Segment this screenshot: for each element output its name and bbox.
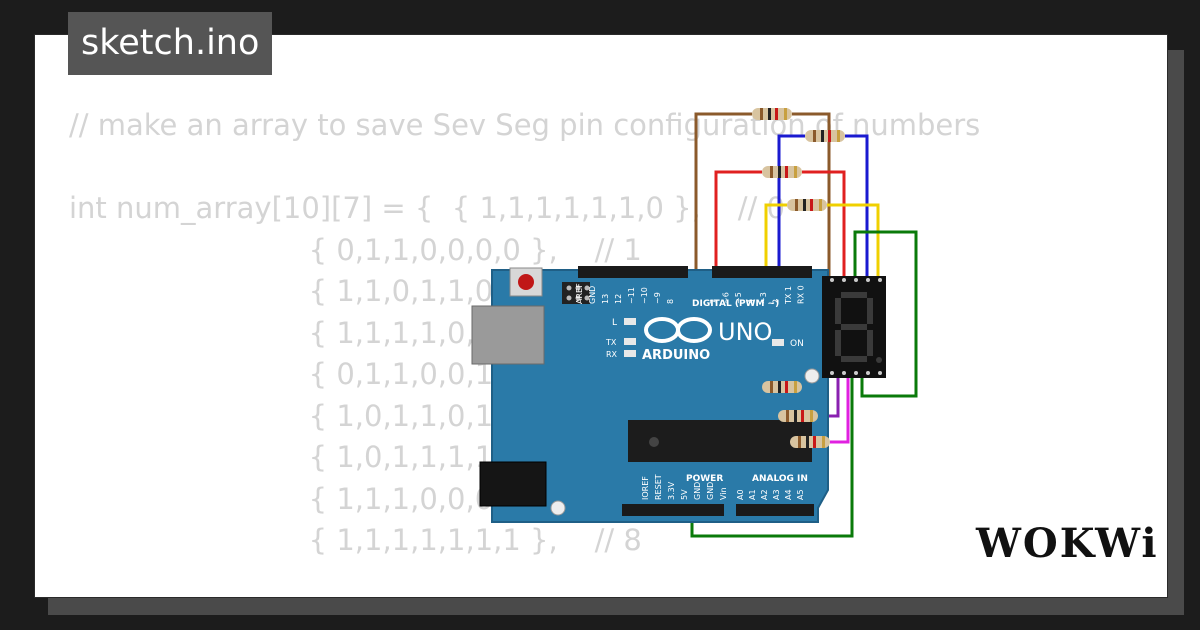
pin-label: GND — [706, 482, 715, 500]
file-tab[interactable]: sketch.ino — [68, 12, 273, 75]
pin-label: A2 — [760, 489, 769, 500]
wire-brown — [694, 112, 831, 280]
resistors — [752, 108, 845, 448]
pin-label: ~11 — [627, 287, 636, 304]
wire-yellow — [764, 203, 880, 280]
on-label: ON — [790, 339, 804, 349]
power-label: POWER — [686, 474, 723, 484]
code-line: { 0,1,1,0,0,0,0 }, // 1 — [69, 232, 642, 267]
pin-label: ~5 — [734, 292, 743, 304]
arduino-brand-label: ARDUINO — [642, 348, 710, 363]
l-led-label: L — [612, 318, 617, 328]
pin-label: GND — [693, 482, 702, 500]
code-line: { 1,1,1,1,1,1,1 }, // 8 — [69, 523, 642, 557]
usb-port — [471, 305, 545, 365]
power-jack — [479, 461, 547, 507]
uno-model-label: UNO — [718, 318, 772, 346]
seven-segment-display — [822, 276, 886, 378]
digital-label: DIGITAL (PWM ~) — [692, 299, 779, 309]
pin-label: A5 — [796, 489, 805, 500]
pin-label: IOREF — [641, 476, 650, 500]
resistor-2 — [805, 130, 845, 142]
pin-label: 7 — [709, 299, 718, 304]
pin-label: 5V — [680, 489, 689, 500]
pin-label: Vin — [719, 487, 728, 500]
arduino-board — [471, 266, 829, 523]
circuit-diagram: ARDUINO UNO DIGITAL (PWM ~) ON L TX RX P… — [471, 108, 918, 538]
pin-label: ~6 — [722, 292, 731, 304]
power-header — [622, 504, 724, 516]
analog-header — [736, 504, 814, 516]
wokwi-logo[interactable]: WOKWi — [976, 520, 1159, 567]
digital-header-left — [578, 266, 688, 278]
resistor-7 — [790, 436, 830, 448]
tx-led-label: TX — [605, 338, 617, 347]
resistor-3 — [762, 166, 802, 178]
pin-label: RX 0 — [797, 285, 806, 304]
rx-led-label: RX — [606, 350, 618, 359]
pin-label: 3.3V — [667, 481, 676, 500]
wire-green-top — [853, 230, 918, 398]
pin-label: A4 — [784, 489, 793, 500]
wire-red — [714, 170, 846, 280]
pin-label: RESET — [654, 474, 663, 500]
pin-label: 2 — [772, 299, 781, 304]
resistor-6 — [778, 410, 818, 422]
pin-label: A0 — [736, 489, 745, 500]
pin-label: A1 — [748, 489, 757, 500]
pin-label: A3 — [772, 489, 781, 500]
resistor-4 — [787, 199, 827, 211]
pin-label: AREF — [575, 283, 584, 304]
pin-label: TX 1 — [784, 286, 793, 305]
pin-label: 4 — [747, 299, 756, 304]
pin-label: ~10 — [640, 287, 649, 304]
resistor-1 — [752, 108, 792, 120]
pin-label: 12 — [614, 294, 623, 304]
pin-label: 8 — [666, 299, 675, 304]
resistor-5 — [762, 381, 802, 393]
pin-label: ~3 — [759, 292, 768, 304]
digital-header-right — [712, 266, 812, 278]
pin-label: ~9 — [653, 292, 662, 304]
pin-label: 13 — [601, 294, 610, 304]
analog-label: ANALOG IN — [752, 474, 808, 484]
pin-label: GND — [588, 286, 597, 304]
